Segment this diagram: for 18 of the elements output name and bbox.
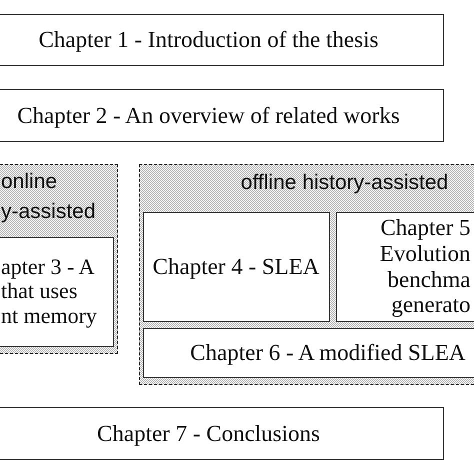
group-heading: online y-assisted <box>1 168 97 224</box>
chapter-box <box>0 89 444 142</box>
chapter-box <box>336 212 474 322</box>
chapter-title: Chapter 2 - An overview of related works <box>17 102 400 128</box>
chapter-title: Chapter 1 - Introduction of the thesis <box>38 27 378 53</box>
chapter-box <box>142 212 330 322</box>
chapter-box <box>0 407 444 460</box>
dashed-group-panel <box>0 164 118 354</box>
chapter-title: Chapter 4 - SLEA <box>152 254 320 280</box>
chapter-title: Chapter 5 Evolution benchma generato <box>378 215 470 318</box>
chapter-title: Chapter 7 - Conclusions <box>97 420 320 446</box>
chapter-title: apter 3 - A that uses nt memory <box>1 254 98 328</box>
chapter-box <box>142 328 474 378</box>
chapter-box <box>0 236 114 346</box>
dashed-group-panel <box>139 164 474 385</box>
chapter-title: Chapter 6 - A modified SLEA <box>190 340 466 366</box>
chapter-box <box>0 14 444 66</box>
group-heading: offline history-assisted <box>240 170 450 196</box>
